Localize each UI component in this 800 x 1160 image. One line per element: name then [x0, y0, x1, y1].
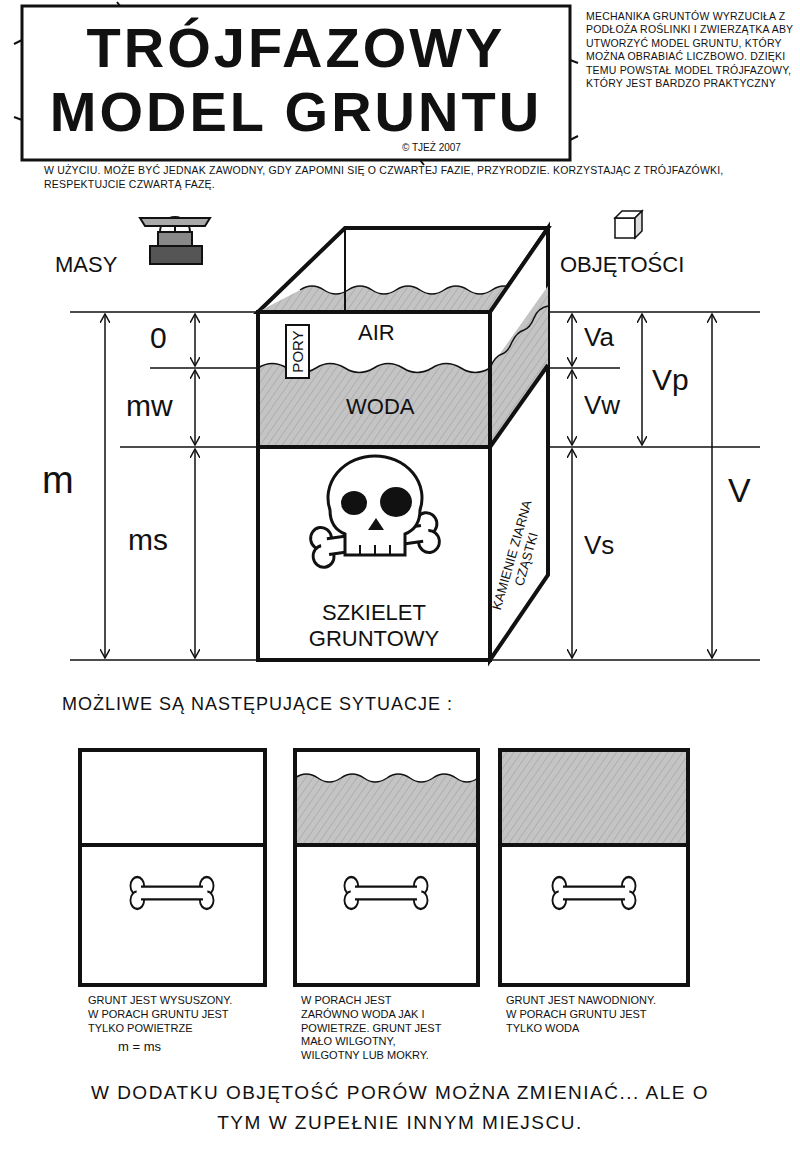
- situation-dry: [80, 750, 265, 985]
- guide-line: [490, 659, 760, 661]
- guide-line: [120, 446, 258, 448]
- dimension-arrow: [571, 449, 573, 658]
- node-text: W PORACH JEST ZARÓWNO WODA JAK I POWIETR…: [301, 994, 451, 1063]
- guide-line: [150, 367, 258, 369]
- soil-cube: [258, 447, 490, 660]
- situation-saturated: [500, 845, 688, 985]
- guide-line: [70, 312, 760, 660]
- cube-icon: [635, 211, 642, 238]
- situation-dry: [130, 877, 213, 909]
- node-text: m = ms: [118, 1039, 161, 1054]
- situation-saturated: [500, 843, 688, 847]
- dimension-arrow: [194, 314, 196, 366]
- guide-line: [548, 367, 620, 369]
- scale-icon: [174, 226, 176, 232]
- situation-saturated: [500, 750, 688, 985]
- soil-cube: [490, 306, 548, 368]
- situation-moist: [295, 774, 478, 782]
- situation-saturated: [500, 750, 688, 845]
- section-heading: OBJĘTOŚCI: [560, 252, 684, 278]
- guide-line: [548, 446, 760, 448]
- situation-box: W PORACH JEST ZARÓWNO WODA JAK I POWIETR…: [295, 750, 478, 1069]
- situation-saturated: [552, 877, 635, 909]
- cube-icon: [615, 218, 635, 238]
- situation-moist: [295, 774, 478, 845]
- soil-cube: [258, 312, 490, 447]
- diagram-title: TRÓJFAZOWY MODEL GRUNTU: [30, 16, 562, 144]
- volume-symbol: Va: [584, 322, 614, 353]
- section-heading: MOŻLIWE SĄ NASTĘPUJĄCE SYTUACJE :: [62, 694, 453, 716]
- node-text: SZKIELET GRUNTOWY: [268, 600, 480, 652]
- situation-moist: [295, 750, 478, 985]
- dimension-arrow: [641, 314, 643, 445]
- title-frame: [14, 2, 578, 165]
- dimension-arrow: [104, 314, 106, 658]
- volume-symbol: Vw: [584, 390, 620, 421]
- situation-dry: [80, 750, 265, 985]
- volume-symbol: Vp: [652, 362, 689, 398]
- mass-symbol: m: [42, 458, 74, 504]
- skull-and-bones: [328, 456, 422, 555]
- soil-cube: [258, 312, 490, 447]
- volume-symbol: Vs: [584, 530, 614, 561]
- node-text: GRUNT JEST WYSUSZONY. W PORACH GRUNTU JE…: [88, 994, 238, 1035]
- situation-moist: [295, 750, 478, 985]
- mass-symbol: mw: [126, 388, 173, 424]
- skull-and-bones: [368, 518, 384, 530]
- situation-moist: [344, 877, 427, 909]
- title-frame: [22, 6, 570, 160]
- guide-line: [70, 659, 258, 661]
- cube-icon: [615, 211, 642, 238]
- soil-cube: [344, 228, 346, 312]
- situation-dry: [80, 843, 265, 847]
- node-text: AIR: [358, 320, 395, 346]
- dimension-arrow: [194, 449, 196, 658]
- situation-saturated: [500, 750, 688, 985]
- pore-tag: PORY: [285, 324, 310, 379]
- node-text: PORY: [289, 330, 306, 372]
- volume-symbol: V: [728, 470, 751, 511]
- title-frame: [14, 2, 578, 165]
- soil-cube: [490, 286, 548, 447]
- scale-icon: [158, 232, 192, 246]
- situation-box: GRUNT JEST WYSUSZONY. W PORACH GRUNTU JE…: [80, 750, 265, 1061]
- intro-note: W UŻYCIU. MOŻE BYĆ JEDNAK ZAWODNY, GDY Z…: [44, 164, 784, 191]
- pore-phase-face: AIR WODA PORY: [258, 312, 490, 447]
- skull-and-bones: [341, 491, 367, 515]
- skull-and-bones: [359, 545, 361, 555]
- dimension-arrow: [571, 314, 573, 366]
- copyright-note: © TJEŻ 2007: [400, 142, 463, 154]
- scale-icon: [140, 218, 210, 226]
- diagram-caption: W DODATKU OBJĘTOŚĆ PORÓW MOŻNA ZMIENIAĆ.…: [90, 1078, 710, 1138]
- section-heading: MASY: [55, 252, 117, 278]
- situation-moist: [295, 843, 478, 847]
- mass-symbol: 0: [150, 320, 167, 356]
- guide-line: [70, 311, 258, 313]
- skull-and-bones: [380, 487, 412, 517]
- mass-symbol: ms: [128, 522, 168, 558]
- skull-and-bones: [389, 545, 391, 555]
- situation-box: GRUNT JEST NAWODNIONY. W PORACH GRUNTU J…: [500, 750, 688, 1042]
- skull-and-bones: [374, 545, 376, 555]
- soil-cube: [300, 286, 516, 294]
- situation-moist: [295, 750, 478, 985]
- soil-cube: [490, 365, 548, 447]
- intro-note: MECHANIKA GRUNTÓW WYRZUCIŁA Z PODŁOŻA RO…: [586, 10, 794, 91]
- dimension-arrow: [711, 314, 713, 658]
- skull-and-bones: [309, 456, 441, 569]
- scale-icon: [140, 217, 210, 264]
- dimension-arrow: [571, 370, 573, 445]
- scale-icon: [150, 246, 202, 264]
- node-text: WODA: [346, 394, 414, 420]
- dimension-arrow: [194, 370, 196, 445]
- skeleton-face: SZKIELET GRUNTOWY: [258, 447, 490, 660]
- node-text: GRUNT JEST NAWODNIONY. W PORACH GRUNTU J…: [506, 994, 656, 1035]
